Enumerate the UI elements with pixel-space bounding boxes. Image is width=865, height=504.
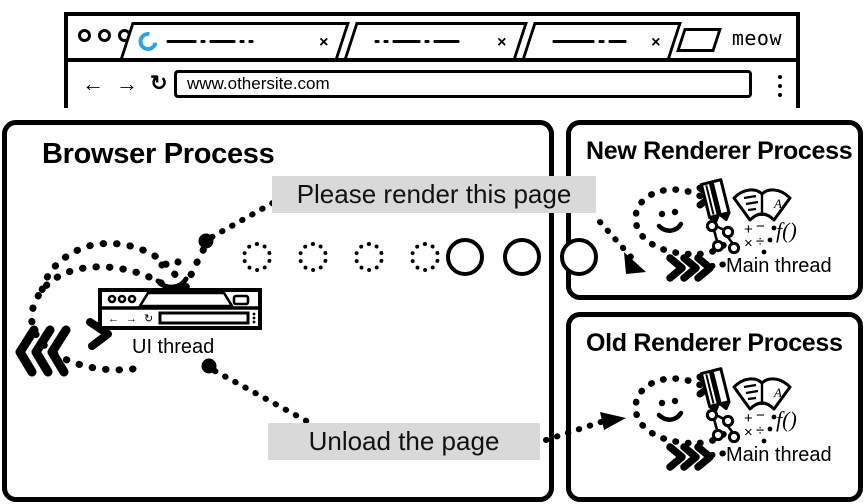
open-book-icon: A xyxy=(732,188,792,222)
function-glyph-icon: f() xyxy=(776,407,797,432)
svg-text:÷: ÷ xyxy=(756,422,764,439)
address-bar[interactable]: www.othersite.com xyxy=(174,70,752,98)
old-renderer-main-thread-label: Main thread xyxy=(726,444,832,466)
ui-thread-browser-icon: ← → ↻ xyxy=(98,288,262,330)
ipc-message-circle-solid xyxy=(446,238,484,276)
kebab-menu-icon[interactable] xyxy=(778,75,782,102)
browser-process-title: Browser Process xyxy=(42,138,275,170)
tab-title-placeholder xyxy=(374,40,460,43)
reload-icon[interactable]: ↻ xyxy=(150,72,168,95)
browser-tab-2[interactable]: × xyxy=(344,22,528,58)
new-renderer-main-thread-label: Main thread xyxy=(726,255,832,277)
old-renderer-process-title: Old Renderer Process xyxy=(586,329,843,357)
function-glyph-icon: f() xyxy=(776,218,797,243)
svg-text:+: + xyxy=(744,221,753,238)
navigation-bar: ← → ↻ www.othersite.com xyxy=(68,62,796,108)
browser-tab-1[interactable]: × xyxy=(120,22,350,58)
window-controls[interactable] xyxy=(78,29,131,42)
ipc-message-circle-dotted xyxy=(242,242,272,272)
svg-text:A: A xyxy=(773,196,782,211)
pencils-icon xyxy=(700,367,731,413)
svg-text:←: ← xyxy=(108,313,119,325)
svg-text:−: − xyxy=(756,407,765,424)
pencils-icon xyxy=(700,178,731,224)
tab-close-icon[interactable]: × xyxy=(651,34,661,51)
ui-thread-label: UI thread xyxy=(132,336,215,358)
svg-text:×: × xyxy=(744,235,753,252)
tab-close-icon[interactable]: × xyxy=(497,34,507,51)
tab-title-placeholder xyxy=(552,40,627,43)
open-book-icon: A xyxy=(732,377,792,411)
new-renderer-process-title: New Renderer Process xyxy=(586,137,853,165)
browser-window: × × × xyxy=(64,12,800,108)
ipc-message-circle-solid xyxy=(560,238,598,276)
browser-tab-3[interactable]: × xyxy=(522,22,682,58)
ipc-message-circle-dotted xyxy=(354,242,384,272)
browser-brand-label: meow xyxy=(731,26,782,50)
svg-text:↻: ↻ xyxy=(144,313,153,325)
new-tab-button[interactable] xyxy=(676,28,722,52)
new-renderer-work-icons: A + − × ÷ f() xyxy=(700,178,797,255)
unload-request-message: Unload the page xyxy=(268,423,540,460)
dom-tree-icon xyxy=(705,219,741,255)
svg-text:×: × xyxy=(744,424,753,441)
ipc-message-circle-dotted xyxy=(410,242,440,272)
svg-text:A: A xyxy=(773,385,782,400)
back-arrow-icon[interactable]: ← xyxy=(82,71,104,96)
window-control-dot[interactable] xyxy=(98,29,111,42)
ipc-message-circle-solid xyxy=(503,238,541,276)
svg-text:→: → xyxy=(126,313,137,325)
svg-text:÷: ÷ xyxy=(756,233,764,250)
tab-close-icon[interactable]: × xyxy=(319,34,329,51)
svg-text:−: − xyxy=(756,218,765,235)
tab-strip: × × × xyxy=(68,16,796,62)
old-renderer-work-icons: A + − × ÷ f() xyxy=(700,367,797,444)
render-request-message: Please render this page xyxy=(272,176,596,213)
url-text: www.othersite.com xyxy=(187,74,330,93)
window-control-dot[interactable] xyxy=(78,29,91,42)
math-operators-icon: + − × ÷ xyxy=(744,218,777,255)
loading-spinner-icon xyxy=(134,28,162,55)
math-operators-icon: + − × ÷ xyxy=(744,407,777,444)
ipc-message-circle-dotted xyxy=(298,242,328,272)
tab-title-placeholder xyxy=(166,40,254,43)
dom-tree-icon xyxy=(705,408,741,444)
svg-text:+: + xyxy=(744,410,753,427)
forward-arrow-icon[interactable]: → xyxy=(116,71,138,96)
